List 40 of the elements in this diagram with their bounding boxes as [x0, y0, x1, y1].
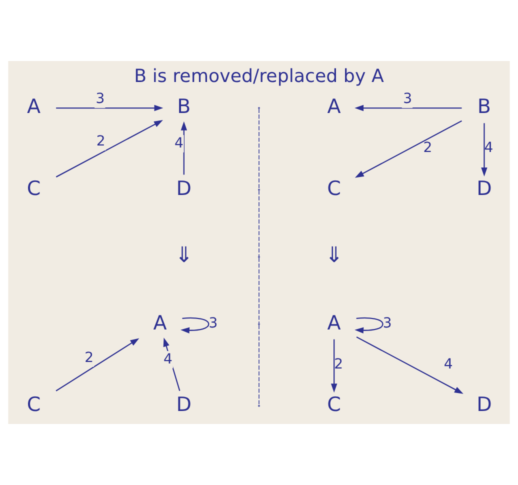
arrow — [180, 121, 188, 175]
node-text: C — [26, 176, 41, 200]
node-text: D — [176, 176, 192, 200]
edge-label: 3 — [96, 91, 105, 108]
arrow — [180, 317, 210, 334]
node-text: B — [177, 95, 191, 118]
arrow — [56, 104, 164, 112]
node-text: A — [27, 95, 41, 118]
diagram-title: B is removed/replaced by A — [134, 66, 384, 88]
edge-label: 3 — [382, 316, 392, 332]
node-text: D — [476, 392, 492, 416]
edge-label: 4 — [174, 136, 184, 152]
arrow — [56, 338, 140, 392]
arrow — [330, 339, 338, 393]
node-text: A — [327, 95, 341, 118]
arrow — [481, 123, 488, 176]
node-text: D — [476, 176, 492, 200]
edge-label: 2 — [96, 134, 106, 150]
node-text: C — [26, 392, 41, 416]
node-text: D — [176, 392, 192, 416]
edge-label: 3 — [403, 91, 412, 108]
arrow — [354, 317, 384, 334]
node-text: C — [327, 176, 341, 200]
edge-label: 4 — [484, 140, 494, 156]
arrow — [354, 104, 462, 112]
arrow — [354, 120, 462, 178]
arrow — [56, 120, 163, 178]
label: ⇓ — [174, 243, 193, 268]
node-text: B — [477, 95, 492, 118]
edge-label: 3 — [208, 316, 218, 332]
edge-label: 2 — [84, 350, 94, 366]
edge-label: 2 — [423, 140, 432, 156]
node-text: A — [327, 311, 341, 334]
edge-label: 4 — [163, 351, 172, 368]
label: ⇓ — [325, 243, 344, 268]
arrow — [356, 336, 464, 394]
node-text: C — [327, 392, 341, 416]
edge-label: 2 — [334, 356, 344, 372]
edge-label: 4 — [444, 356, 453, 372]
node-text: A — [153, 311, 167, 334]
